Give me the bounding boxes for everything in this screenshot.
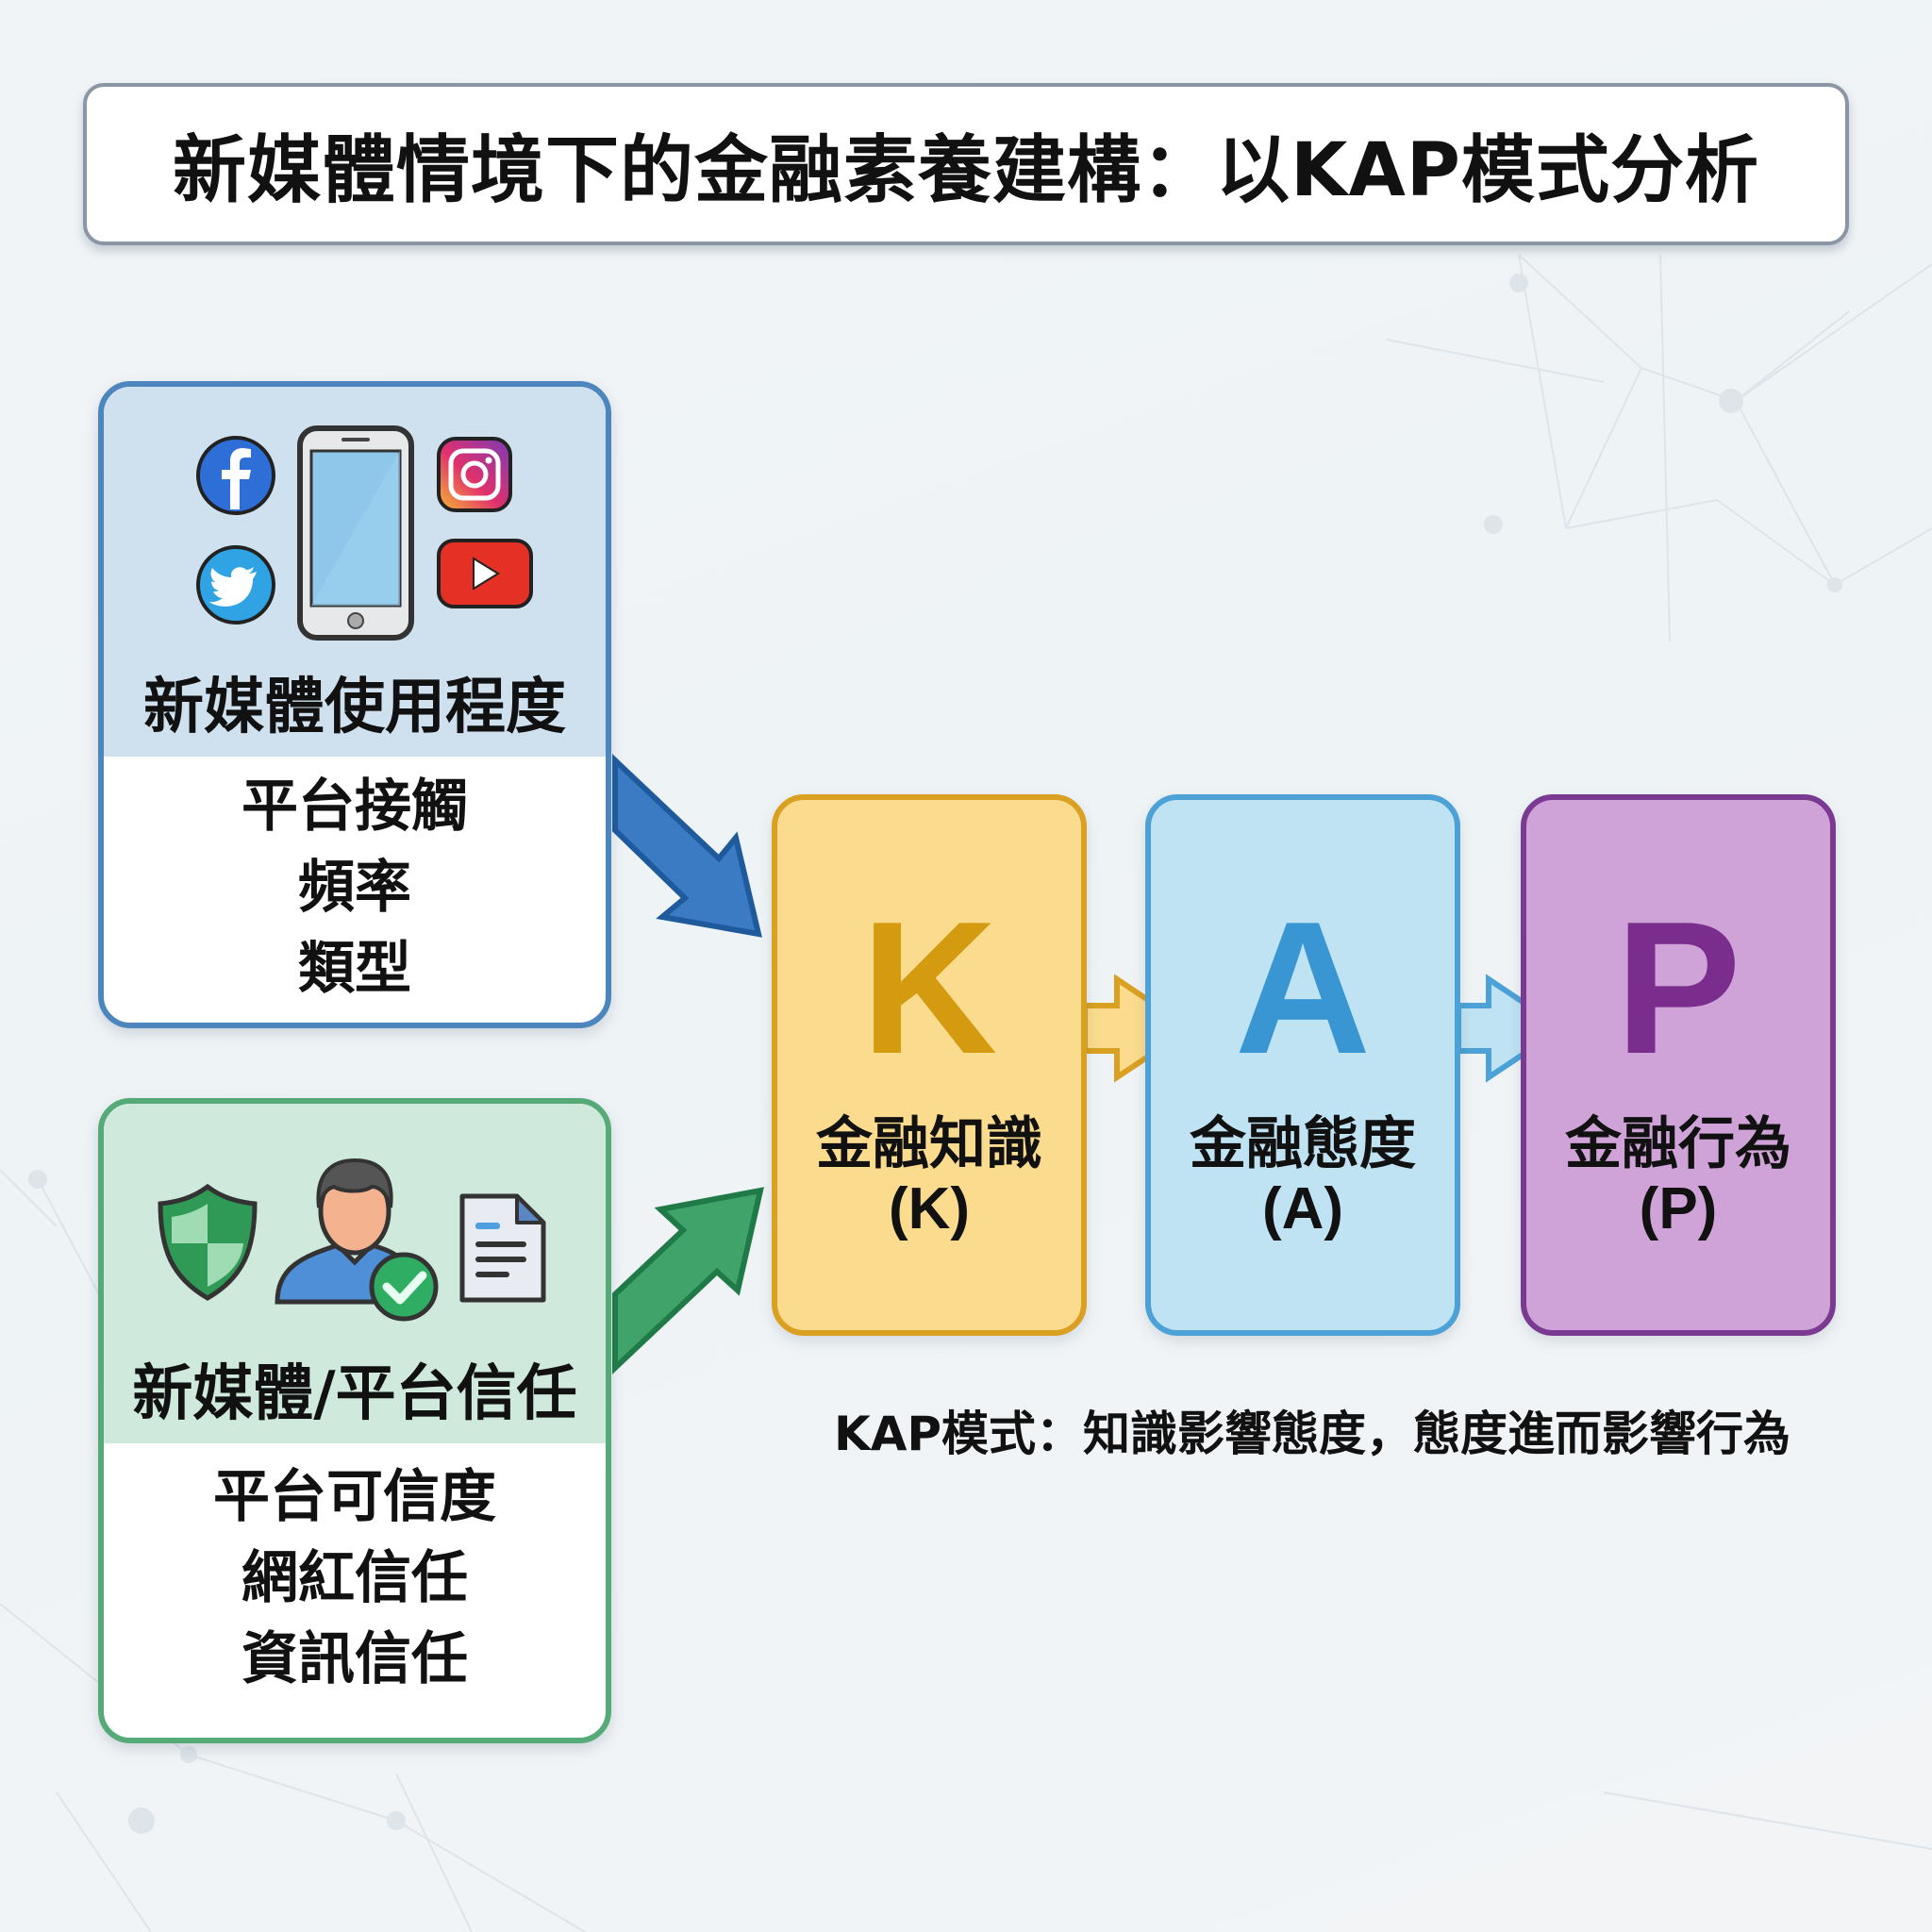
list-item: 平台接觸 xyxy=(242,774,468,840)
list-item: 資訊信任 xyxy=(242,1626,468,1692)
list-item: 類型 xyxy=(298,936,411,1002)
kap-letter: K xyxy=(860,883,998,1093)
kap-abbreviation: (P) xyxy=(1639,1176,1718,1241)
list-item: 頻率 xyxy=(298,855,411,921)
kap-letter: P xyxy=(1615,883,1741,1093)
page-title: 新媒體情境下的金融素養建構：以KAP模式分析 xyxy=(173,128,1759,213)
shield-icon xyxy=(158,1183,258,1301)
kap-card-attitude: A 金融態度 (A) xyxy=(1145,794,1460,1336)
panel-header: 新媒體使用程度 xyxy=(104,387,606,757)
verified-user-icon xyxy=(275,1158,439,1322)
title-banner: 新媒體情境下的金融素養建構：以KAP模式分析 xyxy=(83,83,1849,245)
panel-item-list: 平台接觸 頻率 類型 xyxy=(104,757,606,1009)
document-icon xyxy=(459,1193,546,1303)
panel-heading: 新媒體使用程度 xyxy=(143,673,566,742)
arrow-down-right-icon xyxy=(612,754,762,938)
instagram-icon xyxy=(437,437,512,512)
arrow-up-right-icon xyxy=(612,1187,764,1374)
smartphone-icon xyxy=(297,425,414,641)
kap-card-knowledge: K 金融知識 (K) xyxy=(772,794,1087,1336)
panel-platform-trust: 新媒體/平台信任 平台可信度 網紅信任 資訊信任 xyxy=(98,1098,611,1743)
panel-item-list: 平台可信度 網紅信任 資訊信任 xyxy=(104,1443,606,1700)
twitter-icon xyxy=(196,545,275,625)
list-item: 網紅信任 xyxy=(242,1545,468,1611)
kap-abbreviation: (A) xyxy=(1261,1176,1344,1241)
youtube-icon xyxy=(437,539,533,608)
kap-label: 金融知識 xyxy=(816,1111,1042,1177)
list-item: 平台可信度 xyxy=(213,1464,496,1530)
panel-heading: 新媒體/平台信任 xyxy=(132,1359,577,1429)
kap-label: 金融行為 xyxy=(1565,1111,1791,1177)
panel-header: 新媒體/平台信任 xyxy=(104,1104,606,1443)
kap-label: 金融態度 xyxy=(1190,1111,1416,1177)
kap-card-practice: P 金融行為 (P) xyxy=(1521,794,1836,1336)
panel-new-media-usage: 新媒體使用程度 平台接觸 頻率 類型 xyxy=(98,381,611,1028)
kap-letter: A xyxy=(1234,883,1372,1093)
facebook-icon xyxy=(196,436,275,515)
kap-caption: KAP模式：知識影響態度，態度進而影響行為 xyxy=(833,1407,1791,1461)
kap-abbreviation: (K) xyxy=(888,1176,971,1241)
